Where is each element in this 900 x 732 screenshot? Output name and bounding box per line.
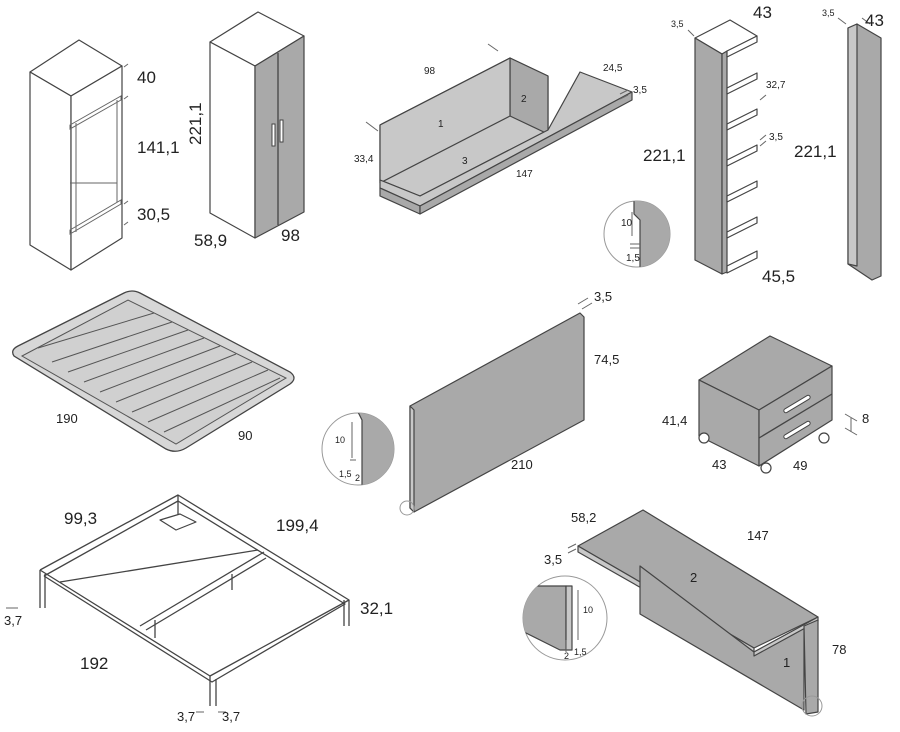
closed-wardrobe bbox=[209, 11, 305, 239]
wall-shelf-part-2: 2 bbox=[521, 94, 527, 105]
bed-frame-leg: 3,7 bbox=[4, 613, 23, 628]
desk-detail-offset: 10 bbox=[583, 605, 594, 615]
side-panel-height: 221,1 bbox=[794, 142, 837, 161]
open-wardrobe-top-height: 40 bbox=[137, 68, 156, 87]
headboard-detail-gap: 1,5 bbox=[339, 469, 352, 479]
desk bbox=[567, 509, 823, 717]
wall-shelf-width-top: 98 bbox=[424, 66, 436, 77]
wall-shelf-depth: 24,5 bbox=[603, 63, 623, 74]
bed-frame-length: 199,4 bbox=[276, 516, 319, 535]
desk-detail-depth: 2 bbox=[564, 651, 570, 661]
bookcase-shelf-spacing: 32,7 bbox=[766, 80, 786, 91]
bed-frame-inner-length: 192 bbox=[80, 654, 109, 673]
shelf-detail-gap: 1,5 bbox=[626, 253, 640, 264]
nightstand-width: 43 bbox=[712, 457, 727, 472]
nightstand-height: 41,4 bbox=[662, 413, 688, 428]
slatted-base-length: 190 bbox=[56, 411, 78, 426]
side-panel-thickness: 3,5 bbox=[822, 8, 835, 18]
bed-frame bbox=[6, 494, 350, 713]
bookcase-height: 221,1 bbox=[643, 146, 686, 165]
bed-frame-height: 32,1 bbox=[360, 599, 394, 618]
nightstand-drawer-gap: 8 bbox=[862, 411, 870, 426]
desk-leg-part: 1 bbox=[783, 655, 791, 670]
desk-length: 147 bbox=[747, 528, 769, 543]
headboard-detail-offset: 10 bbox=[335, 435, 346, 445]
headboard-height: 74,5 bbox=[594, 352, 620, 367]
closed-wardrobe-width: 98 bbox=[281, 226, 300, 245]
bed-frame-leg-a: 3,7 bbox=[177, 709, 196, 724]
bookcase-thickness: 3,5 bbox=[671, 19, 684, 29]
slatted-base bbox=[12, 290, 295, 452]
desk-joint-detail bbox=[522, 575, 608, 661]
shelf-detail-offset: 10 bbox=[621, 218, 633, 229]
headboard-thickness: 3,5 bbox=[594, 289, 613, 304]
bed-frame-leg-b: 3,7 bbox=[222, 709, 241, 724]
wall-shelf-side-height: 33,4 bbox=[354, 154, 374, 165]
desk-top-part: 2 bbox=[690, 570, 698, 585]
nightstand-depth: 49 bbox=[793, 458, 808, 473]
bookcase-width: 43 bbox=[753, 3, 772, 22]
wall-shelf-part-3: 3 bbox=[462, 156, 468, 167]
wall-shelf-thickness: 3,5 bbox=[633, 85, 647, 96]
side-panel-width: 43 bbox=[865, 11, 884, 30]
open-wardrobe bbox=[29, 39, 129, 271]
headboard bbox=[399, 297, 593, 516]
bookcase bbox=[687, 19, 767, 275]
wall-shelf-part-1: 1 bbox=[438, 119, 444, 130]
desk-height: 78 bbox=[832, 642, 847, 657]
slatted-base-width: 90 bbox=[238, 428, 253, 443]
desk-detail-gap: 1,5 bbox=[574, 647, 587, 657]
open-wardrobe-bottom-height: 30,5 bbox=[137, 205, 171, 224]
bed-frame-width: 99,3 bbox=[64, 509, 98, 528]
nightstand bbox=[698, 335, 858, 474]
headboard-detail-depth: 2 bbox=[355, 473, 361, 483]
headboard-length: 210 bbox=[511, 457, 533, 472]
wall-shelf bbox=[365, 43, 633, 215]
headboard-joint-detail bbox=[321, 412, 395, 486]
desk-depth: 58,2 bbox=[571, 510, 597, 525]
wall-shelf-length: 147 bbox=[516, 169, 533, 180]
shelf-joint-detail bbox=[603, 200, 671, 268]
bookcase-depth: 45,5 bbox=[762, 267, 796, 286]
closed-wardrobe-depth: 58,9 bbox=[194, 231, 228, 250]
desk-thickness: 3,5 bbox=[544, 552, 563, 567]
closed-wardrobe-height: 221,1 bbox=[186, 102, 205, 145]
side-panel bbox=[837, 17, 882, 281]
bookcase-shelf-thickness: 3,5 bbox=[769, 132, 783, 143]
open-wardrobe-middle-height: 141,1 bbox=[137, 138, 180, 157]
